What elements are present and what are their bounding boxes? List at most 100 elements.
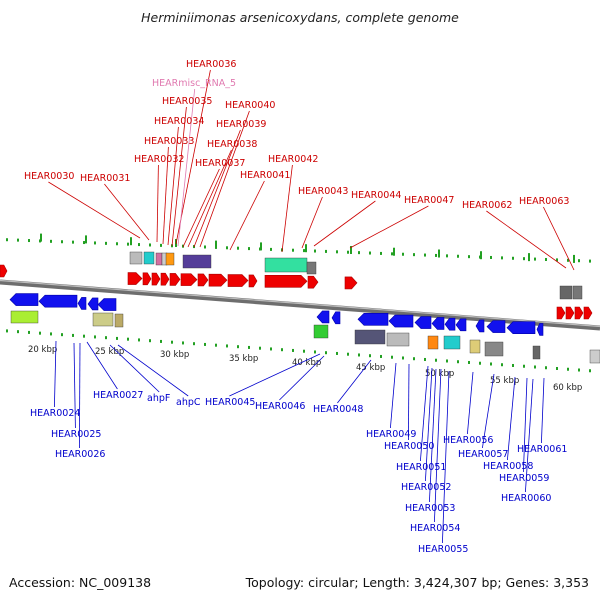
bottom-tick-dot xyxy=(259,346,261,350)
bottom-tick-dot xyxy=(138,338,140,342)
top-tick-dot xyxy=(292,248,294,252)
genome-stats-text: Topology: circular; Length: 3,424,307 bp… xyxy=(245,575,589,590)
bottom-tick-dot xyxy=(160,339,162,343)
bottom-tick-dot xyxy=(105,336,107,340)
leader-line xyxy=(420,365,429,462)
leader-line xyxy=(349,205,429,249)
scale-label-50kbp: 50 kbp xyxy=(425,369,454,379)
bottom-tick-dot xyxy=(358,353,360,357)
bottom-tick-dot xyxy=(347,352,349,356)
reverse-gene xyxy=(316,310,330,324)
scale-label-25kbp: 25 kbp xyxy=(95,347,124,357)
feature-box xyxy=(165,252,175,266)
bottom-tick-dot xyxy=(292,348,294,352)
top-tick-dot xyxy=(556,258,558,262)
leader-line xyxy=(182,168,220,248)
forward-gene xyxy=(0,264,8,278)
bottom-gene-label: HEAR0057 xyxy=(458,449,508,460)
top-tick-dot xyxy=(270,247,272,251)
top-major-tick xyxy=(528,253,530,262)
top-gene-label: HEAR0038 xyxy=(207,139,257,150)
top-gene-label: HEAR0063 xyxy=(519,196,569,207)
accession-text: Accession: NC_009138 xyxy=(9,575,152,590)
forward-gene xyxy=(160,272,170,286)
top-tick-dot xyxy=(424,253,426,257)
bottom-gene-label: HEAR0061 xyxy=(517,444,567,455)
reverse-gene xyxy=(388,314,414,328)
reverse-gene xyxy=(431,317,445,330)
top-gene-label: HEAR0041 xyxy=(240,170,290,181)
bottom-tick-dot xyxy=(204,342,206,346)
top-tick-dot xyxy=(358,251,360,255)
top-tick-dot xyxy=(380,251,382,255)
top-tick-dot xyxy=(204,245,206,249)
leader-line xyxy=(54,340,57,408)
bottom-tick-dot xyxy=(424,357,426,361)
bottom-gene-label: HEAR0048 xyxy=(313,404,363,415)
bottom-tick-dot xyxy=(457,360,459,364)
leader-line xyxy=(86,341,118,390)
top-tick-dot xyxy=(127,242,129,246)
leader-line xyxy=(482,373,495,449)
leader-line xyxy=(171,106,187,247)
top-tick-dot xyxy=(28,239,30,243)
bottom-tick-dot xyxy=(50,332,52,336)
bottom-gene-label: ahpC xyxy=(176,397,201,408)
leader-line xyxy=(229,353,321,397)
leader-line xyxy=(523,377,528,473)
top-tick-dot xyxy=(72,240,74,244)
leader-line xyxy=(281,164,293,253)
bottom-tick-dot xyxy=(28,330,30,334)
bottom-tick-dot xyxy=(281,348,283,352)
bottom-gene-label: HEAR0058 xyxy=(483,461,533,472)
leader-line xyxy=(109,344,160,393)
bottom-tick-dot xyxy=(72,333,74,337)
leader-line xyxy=(229,180,265,251)
leader-line xyxy=(193,129,241,248)
bottom-tick-dot xyxy=(83,334,85,338)
top-major-tick xyxy=(438,249,440,258)
scale-label-60kbp: 60 kbp xyxy=(553,383,582,393)
bottom-tick-dot xyxy=(314,350,316,354)
top-tick-dot xyxy=(369,251,371,255)
bottom-tick-dot xyxy=(193,342,195,346)
leader-line xyxy=(313,200,376,247)
leader-line xyxy=(425,367,433,482)
top-gene-label: HEAR0030 xyxy=(24,171,74,182)
feature-box xyxy=(306,261,317,275)
scale-label-40kbp: 40 kbp xyxy=(292,358,321,368)
bottom-tick-dot xyxy=(325,351,327,355)
top-major-tick xyxy=(40,233,42,242)
bottom-tick-dot xyxy=(369,354,371,358)
top-tick-dot xyxy=(534,257,536,261)
bottom-gene-label: HEAR0059 xyxy=(499,473,549,484)
top-gene-label: HEAR0062 xyxy=(462,200,512,211)
bottom-gene-label: HEAR0055 xyxy=(418,544,468,555)
top-gene-label: HEAR0035 xyxy=(162,96,212,107)
top-gene-label: HEAR0032 xyxy=(134,154,184,165)
bottom-tick-dot xyxy=(512,363,514,367)
reverse-gene xyxy=(536,323,544,336)
leader-line xyxy=(541,377,545,444)
bottom-gene-label: HEAR0052 xyxy=(401,482,451,493)
bottom-tick-dot xyxy=(116,336,118,340)
reverse-gene xyxy=(506,321,536,335)
forward-gene xyxy=(197,273,209,287)
forward-gene xyxy=(264,275,308,288)
top-tick-dot xyxy=(138,243,140,247)
forward-gene xyxy=(169,273,181,286)
bottom-tick-dot xyxy=(61,333,63,337)
top-tick-dot xyxy=(413,253,415,257)
top-tick-dot xyxy=(314,249,316,253)
leader-line xyxy=(301,196,323,249)
bottom-tick-dot xyxy=(336,351,338,355)
forward-gene xyxy=(227,274,249,287)
leader-line xyxy=(117,344,189,397)
top-tick-dot xyxy=(435,253,437,257)
top-gene-label: HEAR0040 xyxy=(225,100,275,111)
bottom-tick-dot xyxy=(446,359,448,363)
top-gene-label: HEAR0031 xyxy=(80,173,130,184)
bottom-tick-dot xyxy=(270,347,272,351)
bottom-tick-dot xyxy=(490,362,492,366)
